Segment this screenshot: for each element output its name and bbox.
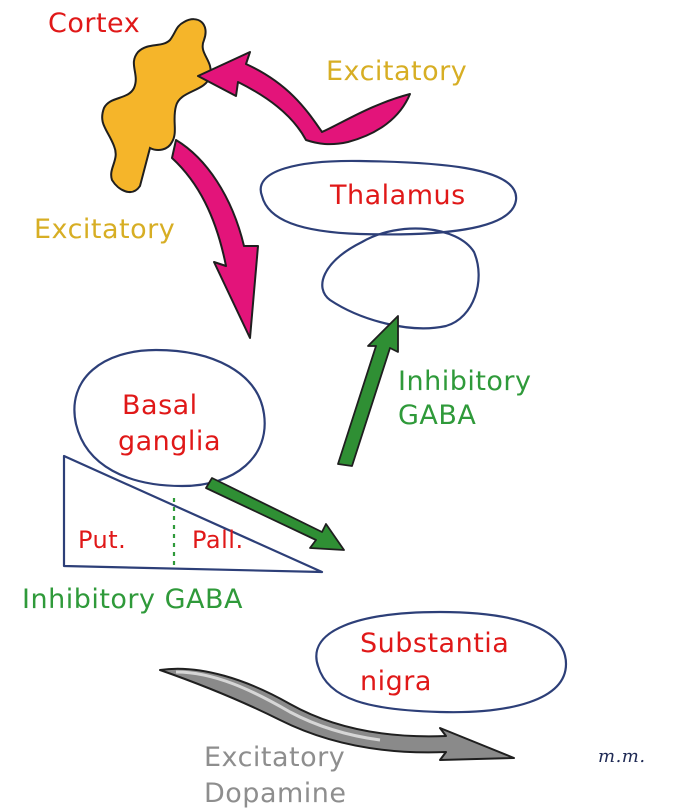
excitatory-label-left: Excitatory: [34, 216, 175, 243]
substantia-nigra-label-line1: Substantia: [360, 630, 509, 657]
inhibitory-arrow-to-thalamus: [338, 316, 398, 466]
inhibitory-gaba-label-line2: GABA: [398, 402, 476, 429]
excitatory-label-top: Excitatory: [326, 58, 467, 85]
pallidum-label: Pall.: [192, 528, 244, 552]
thalamus-inner-lobe: [322, 229, 478, 329]
excitatory-dopamine-label-line2: Dopamine: [204, 780, 347, 807]
excitatory-dopamine-label-line1: Excitatory: [204, 744, 345, 771]
basal-ganglia-label-line1: Basal: [122, 392, 198, 419]
inhibitory-gaba-label-line1: Inhibitory: [398, 368, 532, 395]
cortex-label: Cortex: [48, 10, 140, 37]
excitatory-arrow-cortex-basal-ganglia: [172, 140, 258, 338]
basal-ganglia-label-line2: ganglia: [118, 428, 221, 455]
substantia-nigra-label-line2: nigra: [360, 668, 432, 695]
thalamus-label: Thalamus: [330, 182, 466, 209]
putamen-label: Put.: [78, 528, 126, 552]
inhibitory-gaba-label-bottom: Inhibitory GABA: [22, 586, 243, 613]
signature: m.m.: [598, 748, 646, 766]
